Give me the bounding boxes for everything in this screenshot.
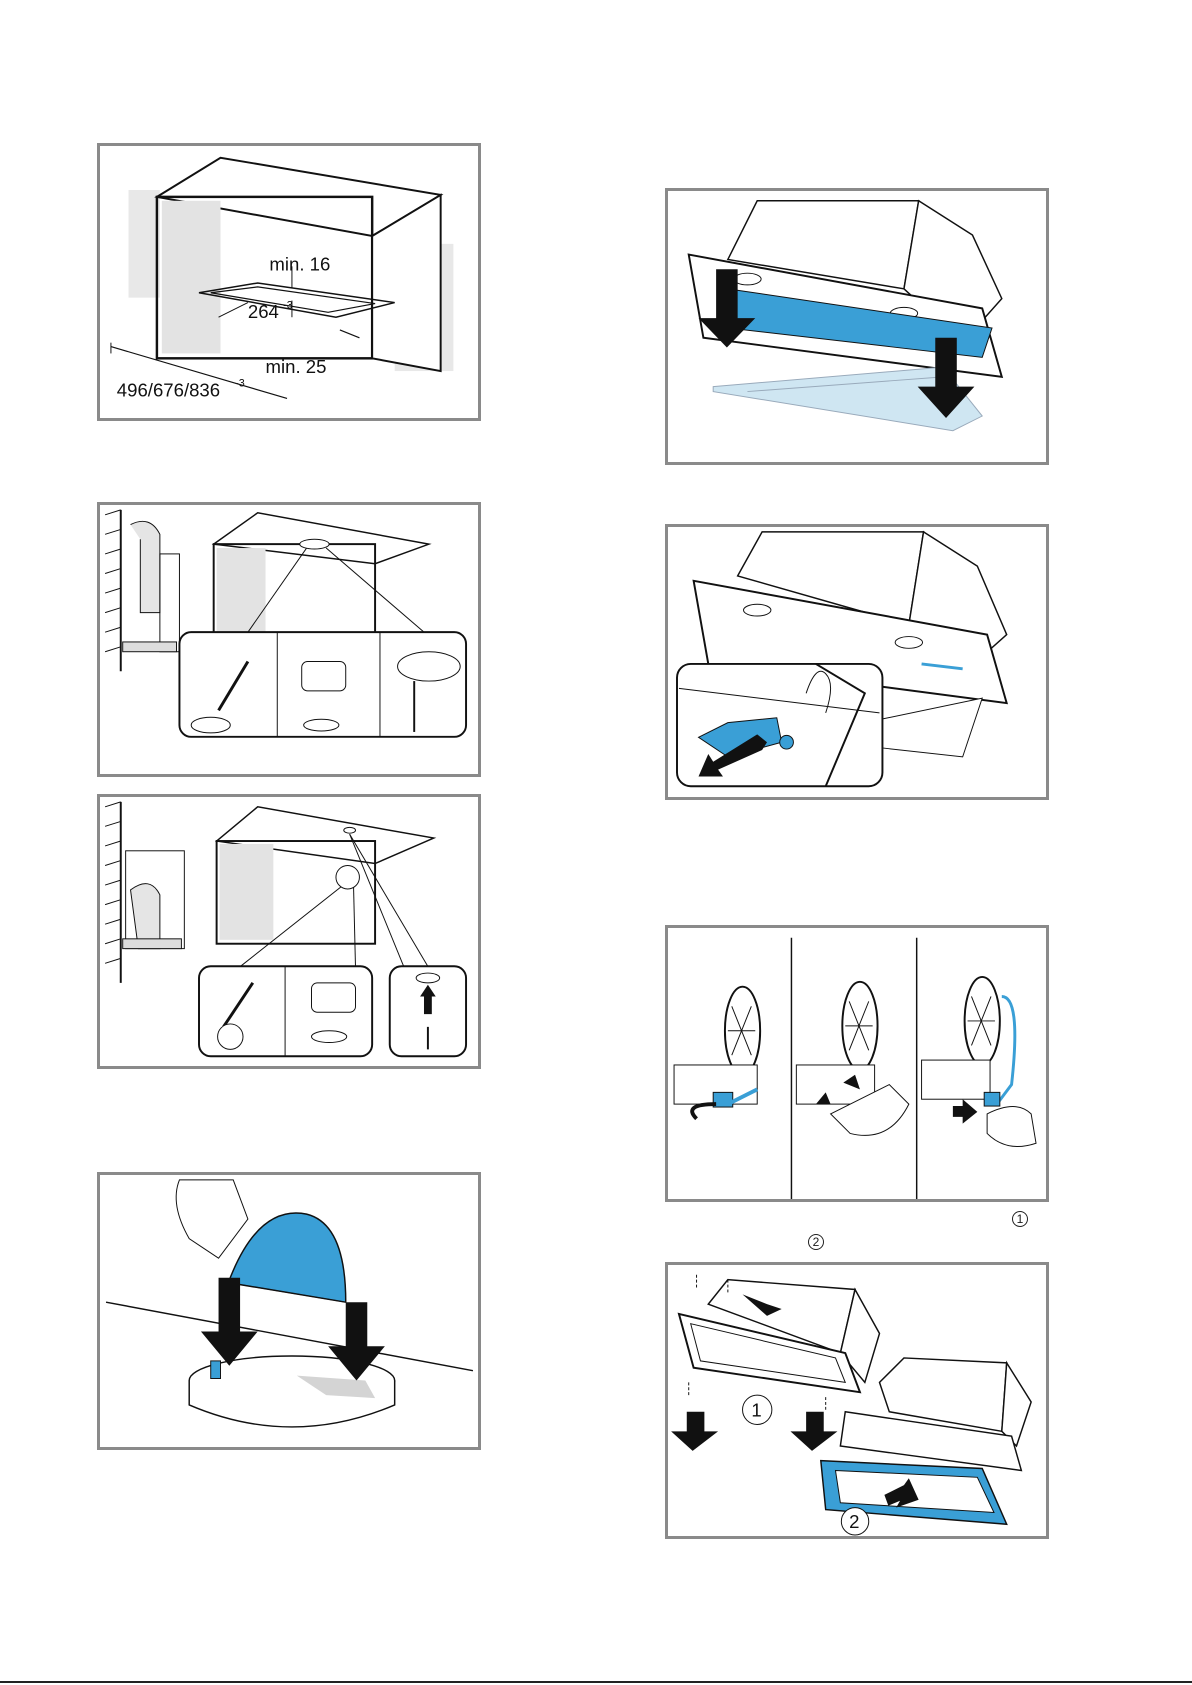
figure-cabinet-dimensions: min. 16 264 -3 min. 25 496/676/836 -3	[97, 143, 481, 421]
dim-width-superscript: -3	[235, 378, 245, 390]
flap-installation-drawing	[100, 1175, 478, 1447]
figure-latch-detail	[665, 524, 1049, 800]
fan-step-1	[674, 987, 760, 1119]
dim-width-label: 496/676/836	[117, 379, 220, 400]
dim-min25-label: min. 25	[266, 356, 327, 377]
figure-frame-removal: 1 2	[665, 1262, 1049, 1539]
fan-step-3	[922, 977, 1036, 1147]
fan-step-2	[796, 982, 909, 1136]
cabinet-dimensions-drawing: min. 16 264 -3 min. 25 496/676/836 -3	[100, 146, 478, 418]
dim-264-label: 264	[248, 301, 279, 322]
frame-removal-drawing: 1 2	[668, 1265, 1046, 1536]
dim-min16-label: min. 16	[269, 253, 330, 274]
figure-cutout-top-exhaust	[97, 502, 481, 777]
figure-fan-connection-steps	[665, 925, 1049, 1202]
cutout-top-exhaust-drawing	[100, 505, 478, 774]
cutout-rear-exhaust-drawing	[100, 797, 478, 1066]
page-bottom-rule	[0, 1681, 1192, 1683]
dim-264-superscript: -3	[283, 299, 293, 311]
frame-step-1-label: 1	[751, 1400, 761, 1421]
figure-cutout-rear-exhaust	[97, 794, 481, 1069]
frame-step-2-label: 2	[849, 1511, 859, 1532]
step-marker-1: 1	[1012, 1211, 1028, 1227]
latch-detail-drawing	[668, 527, 1046, 797]
fan-connection-steps-drawing	[668, 928, 1046, 1199]
figure-flap-installation	[97, 1172, 481, 1450]
step-marker-2: 2	[808, 1234, 824, 1250]
grease-filter-removal-drawing	[668, 191, 1046, 462]
figure-grease-filter-removal	[665, 188, 1049, 465]
